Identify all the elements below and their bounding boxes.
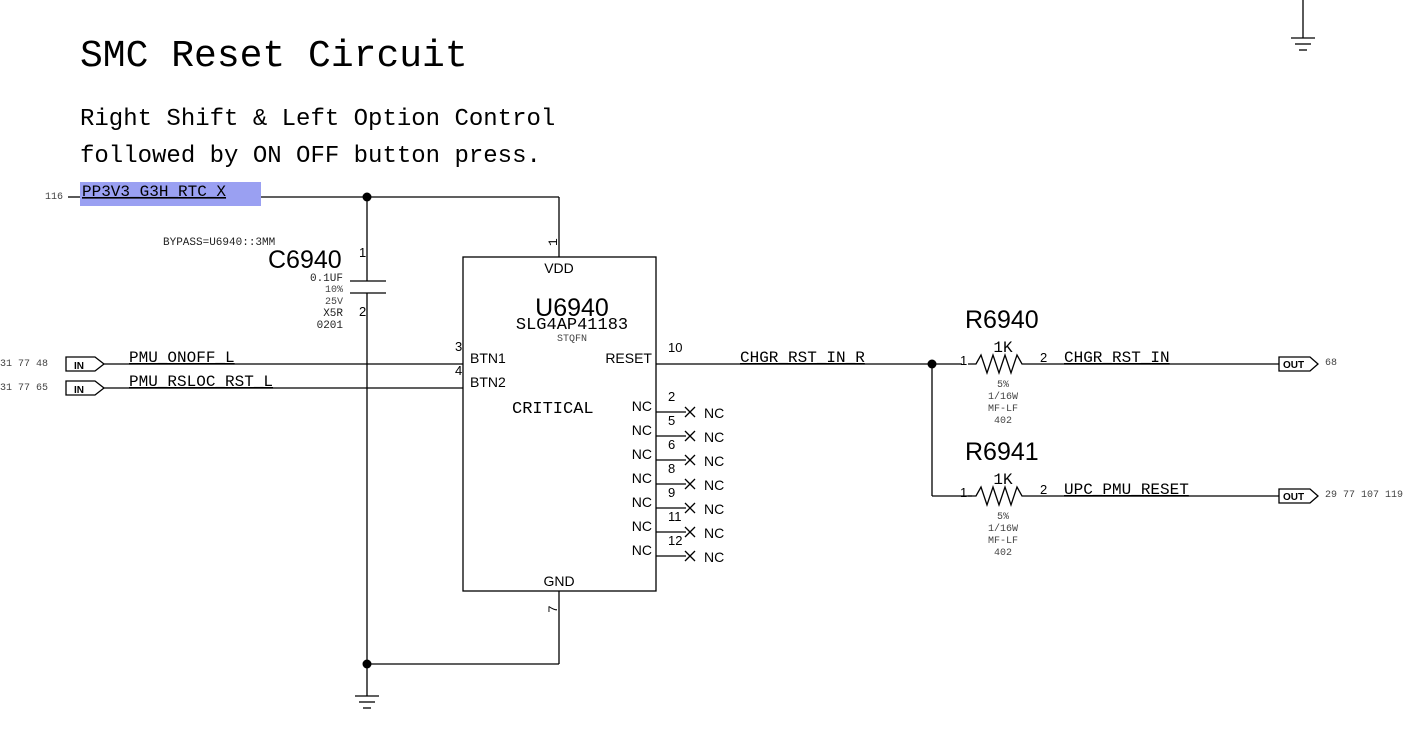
svg-text:12: 12 bbox=[668, 533, 682, 548]
cap-pin2: 2 bbox=[359, 304, 366, 319]
ic-body[interactable] bbox=[462, 256, 657, 592]
cap-pin1: 1 bbox=[359, 245, 366, 260]
upc-refs: 29 77 107 119 bbox=[1325, 490, 1403, 501]
svg-text:R6941: R6941 bbox=[965, 438, 1039, 466]
cap-tolerance: 10% bbox=[325, 285, 343, 296]
svg-text:11: 11 bbox=[668, 509, 682, 524]
ic-pin-gnd-num: 7 bbox=[546, 605, 561, 613]
resistor-r6940[interactable]: R6940 1K 1 2 5% 1/16W MF-LF 402 bbox=[960, 306, 1047, 427]
svg-text:R6940: R6940 bbox=[965, 306, 1039, 334]
svg-text:2: 2 bbox=[1040, 482, 1047, 497]
svg-text:2: 2 bbox=[1040, 350, 1047, 365]
chgr-r-net-label[interactable]: CHGR_RST_IN_R bbox=[740, 349, 865, 367]
svg-text:NC: NC bbox=[704, 477, 724, 493]
ic-pin-btn2-num: 4 bbox=[455, 363, 462, 378]
page-title: SMC Reset Circuit bbox=[80, 35, 468, 78]
svg-text:NC: NC bbox=[632, 542, 652, 558]
svg-text:1: 1 bbox=[960, 353, 967, 368]
ic-btn2-label: BTN2 bbox=[470, 374, 506, 390]
ic-part: SLG4AP41183 bbox=[516, 316, 628, 335]
svg-text:402: 402 bbox=[994, 548, 1012, 559]
svg-text:NC: NC bbox=[704, 405, 724, 421]
cap-dielectric: X5R bbox=[323, 308, 343, 320]
svg-text:NC: NC bbox=[632, 470, 652, 486]
ic-btn1-label: BTN1 bbox=[470, 350, 506, 366]
svg-text:NC: NC bbox=[704, 525, 724, 541]
svg-text:9: 9 bbox=[668, 485, 675, 500]
output-port-upc[interactable]: OUT bbox=[1278, 488, 1319, 504]
rsloc-refs: 31 77 65 bbox=[0, 383, 48, 394]
cap-voltage: 25V bbox=[325, 297, 343, 308]
cap-value: 0.1UF bbox=[310, 273, 343, 285]
net-highlight[interactable] bbox=[80, 182, 261, 206]
cap-bypass: BYPASS=U6940::3MM bbox=[163, 237, 275, 249]
svg-text:MF-LF: MF-LF bbox=[988, 404, 1018, 415]
ic-reset-label: RESET bbox=[605, 350, 652, 366]
input-port-rsloc[interactable]: IN bbox=[65, 380, 106, 396]
ic-pin-reset-num: 10 bbox=[668, 340, 682, 355]
svg-text:NC: NC bbox=[704, 429, 724, 445]
ic-gnd-label: GND bbox=[543, 573, 574, 589]
svg-text:1/16W: 1/16W bbox=[988, 391, 1018, 403]
svg-text:5: 5 bbox=[668, 413, 675, 428]
onoff-net-label[interactable]: PMU_ONOFF_L bbox=[129, 349, 235, 367]
nc-pin-8: NC 8 NC bbox=[632, 461, 724, 493]
svg-text:NC: NC bbox=[632, 494, 652, 510]
svg-text:NC: NC bbox=[704, 501, 724, 517]
ground-icon bbox=[355, 695, 379, 709]
svg-text:OUT: OUT bbox=[1283, 492, 1304, 503]
ic-pin-btn1-num: 3 bbox=[455, 339, 462, 354]
svg-text:NC: NC bbox=[632, 518, 652, 534]
svg-text:2: 2 bbox=[668, 389, 675, 404]
svg-text:NC: NC bbox=[632, 422, 652, 438]
nc-pin-6: NC 6 NC bbox=[632, 437, 724, 469]
chgr-net-label[interactable]: CHGR_RST_IN bbox=[1064, 349, 1170, 367]
rsloc-net-label[interactable]: PMU_RSLOC_RST_L bbox=[129, 373, 273, 391]
chgr-refs: 68 bbox=[1325, 358, 1337, 369]
svg-text:NC: NC bbox=[632, 398, 652, 414]
upc-net-label[interactable]: UPC_PMU_RESET bbox=[1064, 481, 1189, 499]
ic-ref: U6940 bbox=[535, 294, 609, 322]
nc-pin-2: NC 2 NC bbox=[632, 389, 724, 421]
power-net-label[interactable]: PP3V3_G3H_RTC_X bbox=[82, 183, 226, 201]
nc-pin-11: NC 11 NC bbox=[632, 509, 724, 541]
svg-text:IN: IN bbox=[74, 361, 84, 372]
svg-text:6: 6 bbox=[668, 437, 675, 452]
cap-package: 0201 bbox=[317, 320, 344, 332]
nc-pin-12: NC 12 NC bbox=[632, 533, 724, 565]
cap-ref: C6940 bbox=[268, 246, 342, 274]
svg-text:NC: NC bbox=[704, 453, 724, 469]
ic-vdd-label: VDD bbox=[544, 260, 574, 276]
svg-text:5%: 5% bbox=[997, 380, 1009, 391]
resistor-r6941[interactable]: R6941 1K 1 2 5% 1/16W MF-LF 402 bbox=[960, 438, 1047, 559]
svg-text:NC: NC bbox=[704, 549, 724, 565]
power-page-ref: 116 bbox=[45, 192, 63, 203]
svg-text:OUT: OUT bbox=[1283, 360, 1304, 371]
svg-text:MF-LF: MF-LF bbox=[988, 536, 1018, 547]
svg-text:1: 1 bbox=[960, 485, 967, 500]
ic-pin-vdd-num: 1 bbox=[546, 238, 561, 246]
ic-package: STQFN bbox=[557, 334, 587, 345]
nc-pin-9: NC 9 NC bbox=[632, 485, 724, 517]
svg-text:IN: IN bbox=[74, 385, 84, 396]
svg-text:5%: 5% bbox=[997, 512, 1009, 523]
svg-text:1K: 1K bbox=[993, 471, 1013, 489]
ic-attribute: CRITICAL bbox=[512, 400, 594, 419]
output-port-chgr[interactable]: OUT bbox=[1278, 356, 1319, 372]
svg-text:NC: NC bbox=[632, 446, 652, 462]
description-line-2: followed by ON OFF button press. bbox=[80, 143, 541, 170]
onoff-refs: 31 77 48 bbox=[0, 359, 48, 370]
ground-icon bbox=[1291, 0, 1315, 51]
nc-pin-5: NC 5 NC bbox=[632, 413, 724, 445]
nc-pins: NC 2 NC NC 5 NC NC 6 NC NC 8 NC bbox=[632, 389, 724, 565]
junction-dot bbox=[362, 659, 372, 669]
input-port-onoff[interactable]: IN bbox=[65, 356, 106, 372]
description-line-1: Right Shift & Left Option Control bbox=[80, 106, 555, 133]
svg-text:402: 402 bbox=[994, 416, 1012, 427]
svg-text:8: 8 bbox=[668, 461, 675, 476]
svg-text:1K: 1K bbox=[993, 339, 1013, 357]
svg-text:1/16W: 1/16W bbox=[988, 523, 1018, 535]
